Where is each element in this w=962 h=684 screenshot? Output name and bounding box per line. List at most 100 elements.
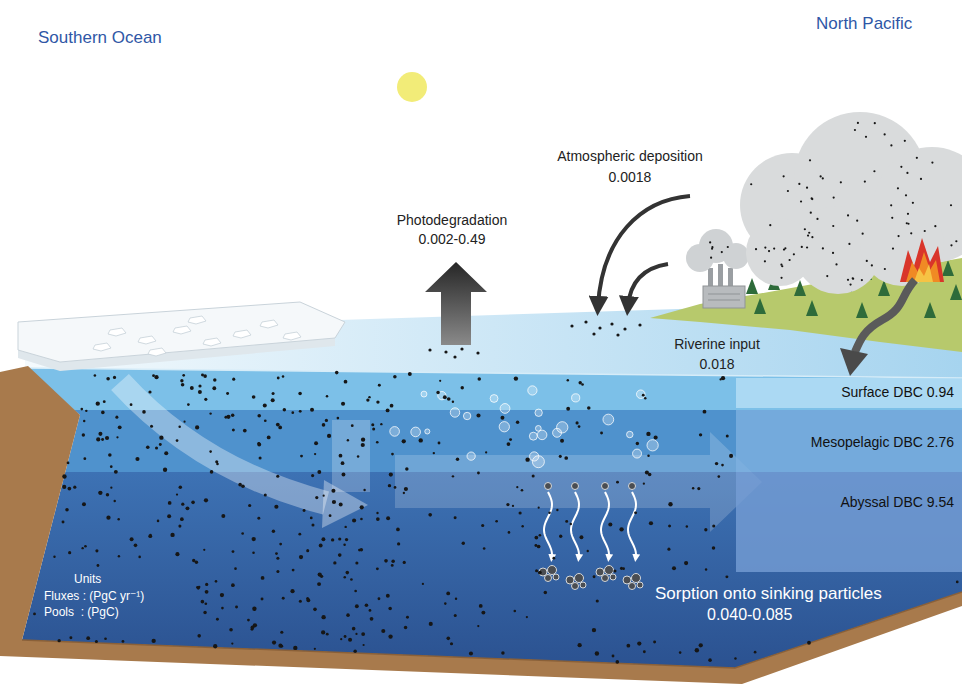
carbon-dot [890, 144, 892, 146]
carbon-dot [280, 645, 283, 648]
carbon-dot [159, 435, 163, 439]
carbon-dot [447, 397, 451, 401]
carbon-dot [384, 559, 388, 563]
carbon-dot [146, 445, 150, 449]
carbon-dot [167, 514, 171, 518]
flux-name: Photodegradation [397, 212, 508, 229]
carbon-dot [192, 559, 195, 562]
deep-circulation-arrow [395, 432, 762, 532]
carbon-dot [101, 438, 104, 441]
bubble [490, 395, 498, 403]
carbon-dot [163, 468, 167, 472]
carbon-dot [117, 518, 119, 520]
carbon-dot [263, 403, 267, 407]
carbon-dot [711, 246, 713, 248]
carbon-dot [516, 421, 519, 424]
seafloor-edge [22, 592, 962, 668]
bubble [627, 431, 633, 437]
carbon-dot [811, 197, 813, 199]
carbon-dot [176, 439, 179, 442]
particle [610, 574, 616, 580]
bubble [450, 408, 459, 417]
carbon-dot [310, 408, 314, 412]
carbon-dot [892, 247, 894, 249]
flux-value: 0.002-0.49 [419, 231, 486, 248]
carbon-dot [422, 583, 424, 585]
carbon-dot [477, 472, 480, 475]
carbon-dot [512, 505, 514, 507]
carbon-dot [672, 566, 676, 570]
ice-floe [283, 332, 301, 340]
carbon-dot [271, 398, 275, 402]
carbon-dot [584, 320, 587, 323]
carbon-dot [369, 609, 372, 612]
carbon-dot [479, 604, 483, 608]
layer-label: Mesopelagic DBC 2.76 [736, 434, 962, 451]
sinking-arrow [544, 492, 552, 558]
carbon-dot [446, 637, 450, 641]
carbon-dot [366, 398, 369, 401]
carbon-dot [259, 457, 262, 460]
deposition-arrow [628, 264, 668, 306]
carbon-dot [344, 380, 348, 384]
carbon-dot [209, 450, 212, 453]
carbon-dot [381, 629, 385, 633]
carbon-dot [95, 640, 98, 643]
carbon-dot [157, 520, 160, 523]
water-layers [0, 360, 962, 684]
carbon-dot [452, 401, 454, 403]
carbon-dot [57, 639, 60, 642]
bubble [528, 386, 537, 395]
carbon-dot [376, 517, 380, 521]
carbon-dot [709, 241, 711, 243]
carbon-dot [135, 457, 139, 461]
carbon-dot [299, 555, 303, 559]
carbon-dot [257, 517, 260, 520]
carbon-dot [907, 213, 909, 215]
carbon-dot [176, 493, 178, 495]
bubble [411, 427, 421, 437]
carbon-dot [907, 223, 909, 225]
carbon-dot [389, 472, 393, 476]
carbon-dot [106, 516, 110, 520]
carbon-dot [205, 583, 208, 586]
tree [746, 278, 758, 294]
carbon-dot [539, 534, 542, 537]
carbon-dot [113, 376, 116, 379]
carbon-dot [460, 347, 463, 350]
carbon-dot [526, 616, 528, 618]
carbon-dot [455, 598, 457, 600]
particle [602, 575, 609, 582]
carbon-dot [643, 483, 645, 485]
carbon-dot [353, 650, 356, 653]
carbon-dot [454, 516, 457, 519]
smoke-puff [723, 243, 749, 269]
carbon-dot [620, 567, 623, 570]
seafloor [0, 592, 962, 684]
carbon-dot [404, 487, 408, 491]
carbon-dot [138, 556, 141, 559]
carbon-dot [224, 416, 227, 419]
carbon-dot [406, 616, 409, 619]
carbon-dot [405, 467, 408, 470]
carbon-dot [403, 492, 405, 494]
circulation-arrow [120, 382, 326, 503]
carbon-dot [99, 491, 103, 495]
carbon-dot [311, 523, 314, 526]
carbon-dot [69, 636, 72, 639]
carbon-dot [705, 568, 707, 570]
carbon-dot [248, 504, 251, 507]
carbon-dot [348, 638, 352, 642]
carbon-dot [175, 552, 179, 556]
carbon-dot [213, 644, 217, 648]
carbon-dot [327, 434, 331, 438]
carbon-dot [235, 606, 238, 609]
particle [553, 574, 559, 580]
carbon-dot [335, 371, 339, 375]
tree [856, 302, 868, 318]
carbon-dot [811, 236, 813, 238]
carbon-dot [82, 502, 86, 506]
carbon-dot [386, 408, 390, 412]
carbon-dot [232, 550, 235, 553]
